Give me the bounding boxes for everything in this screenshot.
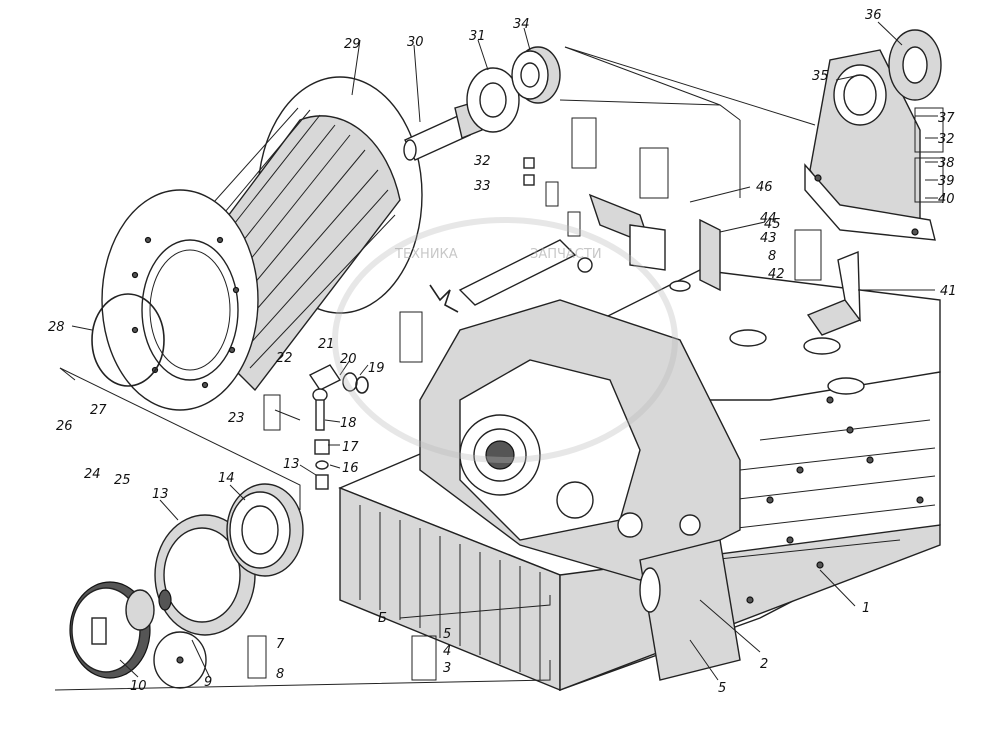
label-25: 25 xyxy=(114,473,131,488)
label-16: 16 xyxy=(342,461,359,476)
label-24: 24 xyxy=(84,467,101,482)
linkage-assembly xyxy=(429,193,666,313)
label-32: 32 xyxy=(474,154,491,169)
drive-shaft xyxy=(403,101,483,161)
label-10: 10 xyxy=(130,679,147,694)
watermark: ТЕХНИКА ЗАПЧАСТИ xyxy=(332,217,678,463)
label-7: 7 xyxy=(276,637,285,652)
label-32b: 32 xyxy=(938,132,955,147)
fasteners-32-33 xyxy=(523,157,535,186)
roller-bearing xyxy=(226,483,304,577)
label-21: 21 xyxy=(318,337,335,352)
label-13: 13 xyxy=(152,487,169,502)
small-fittings xyxy=(308,364,369,490)
label-31: 31 xyxy=(469,29,486,44)
detail-boxes xyxy=(247,107,944,681)
gearbox-housing xyxy=(419,299,741,681)
label-13b: 13 xyxy=(283,457,300,472)
label-34: 34 xyxy=(513,17,530,32)
label-28: 28 xyxy=(48,320,65,335)
label-33: 33 xyxy=(474,179,491,194)
label-5b: 5 xyxy=(718,681,726,696)
label-30: 30 xyxy=(407,35,424,50)
label-35: 35 xyxy=(812,69,829,84)
label-40: 40 xyxy=(938,192,955,207)
bearing xyxy=(511,46,561,104)
label-5: 5 xyxy=(443,627,451,642)
seal-ring xyxy=(91,293,165,387)
label-46: 46 xyxy=(756,180,773,195)
svg-text:ТЕХНИКА: ТЕХНИКА xyxy=(394,247,458,262)
cable-drum xyxy=(101,76,423,411)
label-20: 20 xyxy=(340,352,357,367)
label-B: Б xyxy=(378,611,387,626)
label-9: 9 xyxy=(204,675,212,690)
label-23: 23 xyxy=(228,411,245,426)
label-39: 39 xyxy=(938,174,955,189)
label-41: 41 xyxy=(940,284,957,299)
label-1: 1 xyxy=(862,601,870,616)
bearing-cover xyxy=(888,29,942,101)
label-2: 2 xyxy=(760,657,768,672)
label-3: 3 xyxy=(443,661,451,676)
label-4: 4 xyxy=(443,644,451,659)
drive-gear xyxy=(69,581,155,679)
label-17: 17 xyxy=(342,440,359,455)
label-14: 14 xyxy=(218,471,235,486)
callout-leaders xyxy=(54,21,938,691)
label-45: 45 xyxy=(764,217,781,232)
label-29: 29 xyxy=(344,37,361,52)
label-44: 44 xyxy=(760,211,777,226)
label-37: 37 xyxy=(938,111,955,126)
label-26: 26 xyxy=(56,419,73,434)
label-22: 22 xyxy=(276,351,293,366)
label-19: 19 xyxy=(368,361,385,376)
label-18: 18 xyxy=(340,416,357,431)
flange xyxy=(466,67,520,133)
label-38: 38 xyxy=(938,156,955,171)
label-43: 43 xyxy=(760,231,777,246)
support-bracket xyxy=(804,49,936,241)
label-8b: 8 xyxy=(768,249,776,264)
label-36: 36 xyxy=(865,8,882,23)
label-27: 27 xyxy=(90,403,107,418)
svg-text:ЗАПЧАСТИ: ЗАПЧАСТИ xyxy=(530,247,602,262)
label-42: 42 xyxy=(768,267,785,282)
callout-labels: 1 2 3 4 5 5 7 8 8 9 10 13 13 14 16 17 18… xyxy=(48,8,957,696)
label-8: 8 xyxy=(276,667,284,682)
angle-bracket xyxy=(806,250,862,336)
